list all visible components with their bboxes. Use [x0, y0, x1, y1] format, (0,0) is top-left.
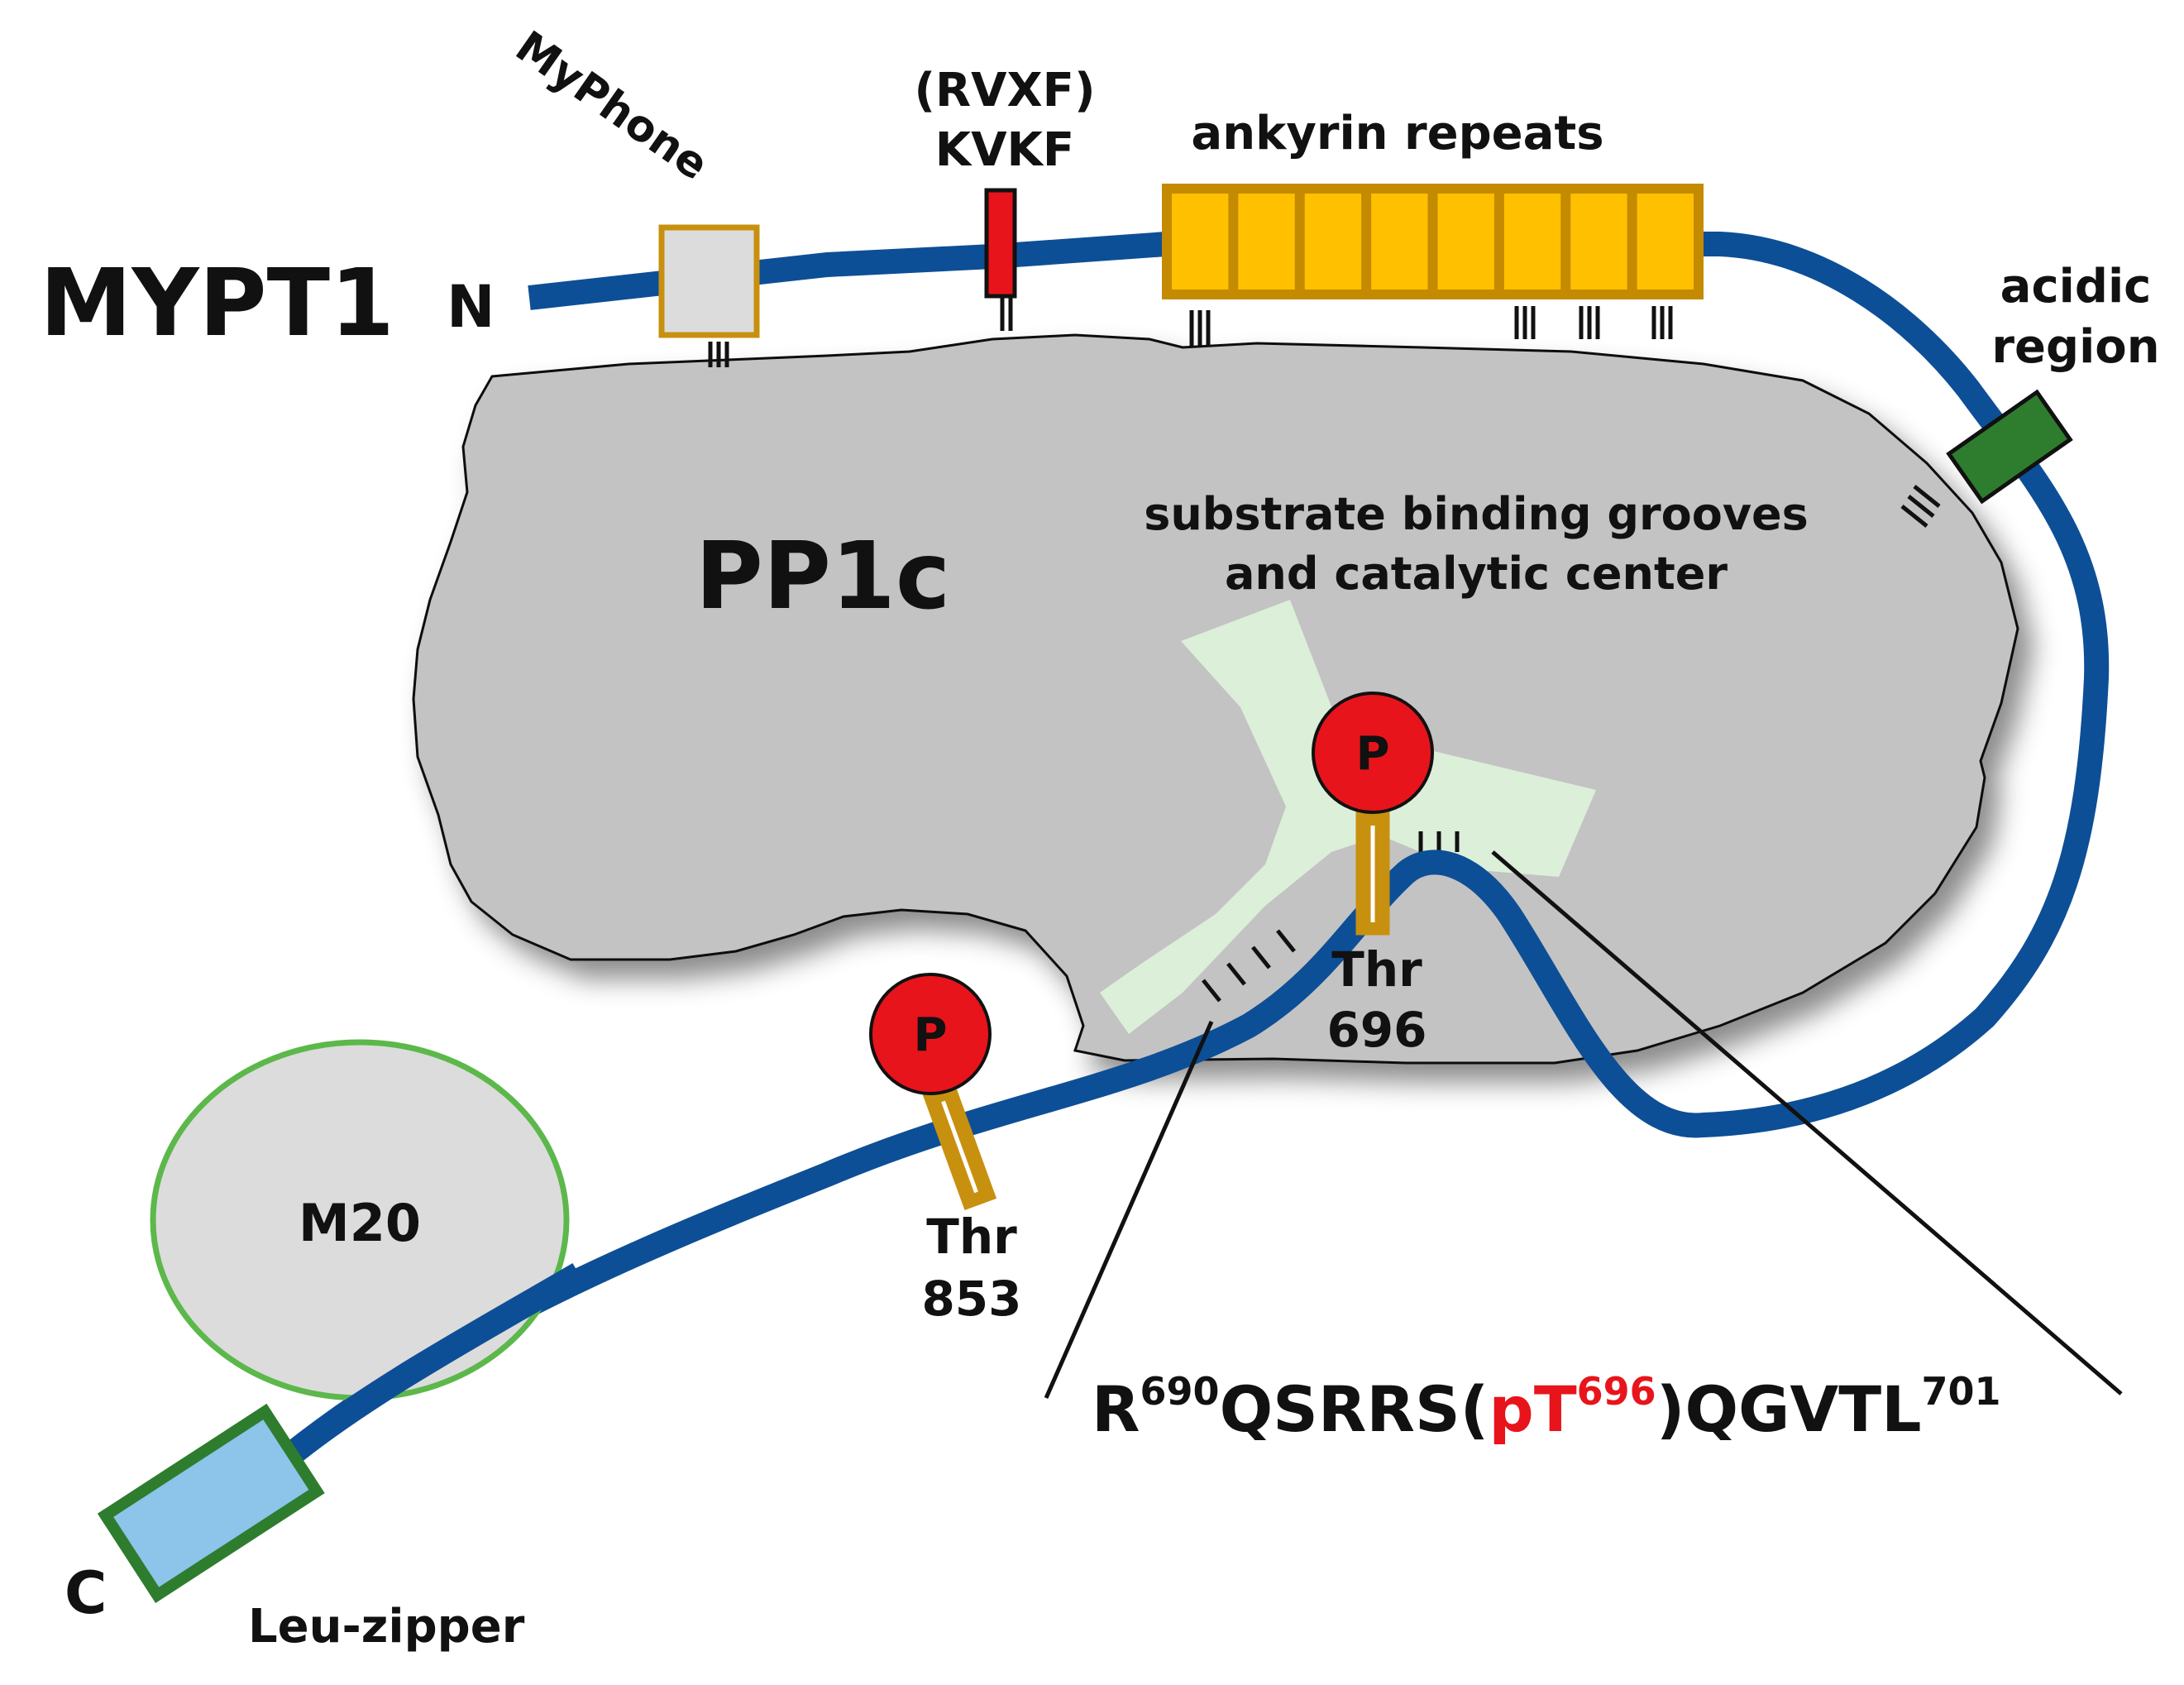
- myphone-label: MyPhone: [507, 22, 718, 189]
- leu-zipper-domain: [97, 1403, 325, 1603]
- thr696-label-line2: 696: [1326, 1002, 1427, 1058]
- binding-contacts: [708, 296, 1941, 1003]
- ankyrin-repeat: [1371, 194, 1428, 290]
- acidic-label-line1: acidic: [2000, 260, 2152, 314]
- thr853-label-line2: 853: [921, 1271, 1021, 1327]
- rvxf-motif: [984, 188, 1017, 299]
- acidic-region: [1946, 389, 2073, 505]
- acidic-label-line2: region: [1991, 320, 2159, 374]
- ankyrin-repeats: [1162, 184, 1704, 299]
- substrate-binding-groove: [1100, 600, 1596, 1034]
- myphone-domain: [658, 224, 760, 338]
- thr853-p-label: P: [913, 1008, 947, 1062]
- rvxf-label-line2: KVKF: [935, 123, 1074, 177]
- n-terminus-label: N: [447, 273, 495, 341]
- rvxf-label-line1: (RVXF): [914, 64, 1095, 117]
- ankyrin-repeat: [1172, 194, 1229, 290]
- thr853-label-line1: Thr: [926, 1209, 1017, 1265]
- mypt1-label: MYPT1: [40, 250, 394, 357]
- ankyrin-repeat: [1437, 194, 1494, 290]
- thr696-label-line1: Thr: [1331, 941, 1422, 998]
- groove-label-line1: substrate binding grooves: [1144, 488, 1809, 540]
- ankyrin-repeat: [1304, 194, 1362, 290]
- thr853-stick-highlight: [941, 1100, 978, 1194]
- pp1c-label: PP1c: [695, 523, 951, 630]
- backbone-c-terminal-segment: [281, 1263, 585, 1466]
- ankyrin-repeat: [1637, 194, 1694, 290]
- thr696-p-label: P: [1355, 727, 1389, 781]
- leu-zipper-label: Leu-zipper: [248, 1600, 525, 1654]
- groove-label-line2: and catalytic center: [1225, 548, 1728, 600]
- sequence-label: R690QSRRS(pT696)QGVTL701: [1092, 1369, 2001, 1446]
- callout-line-left: [1044, 1020, 1214, 1400]
- ankyrin-repeat: [1570, 194, 1627, 290]
- ankyrin-label: ankyrin repeats: [1191, 107, 1603, 160]
- thr696-phospho-circle: [1312, 692, 1434, 814]
- mypt1-backbone: [281, 232, 2110, 1466]
- m20-label: M20: [299, 1193, 421, 1253]
- ankyrin-repeat: [1238, 194, 1295, 290]
- thr853-phospho-circle: [869, 973, 992, 1095]
- callout-line-right: [1491, 850, 2123, 1395]
- c-terminus-label: C: [65, 1559, 107, 1627]
- ankyrin-repeat: [1503, 194, 1561, 290]
